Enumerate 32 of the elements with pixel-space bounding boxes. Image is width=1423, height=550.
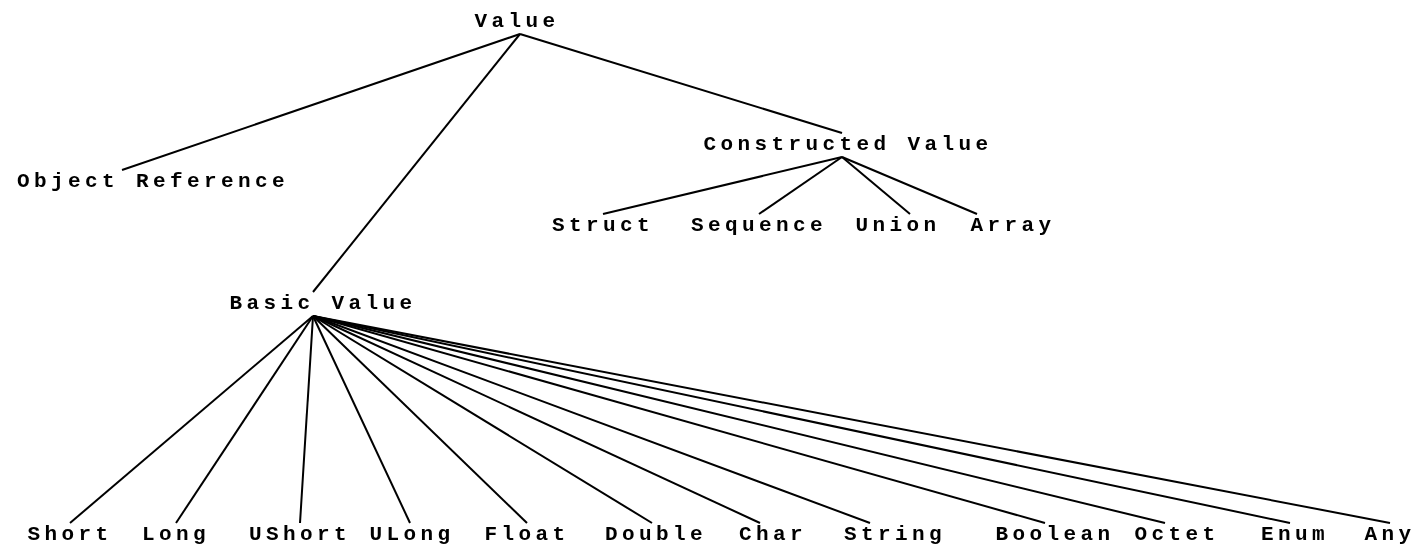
connector-line: [841, 156, 911, 215]
node-label: Struct: [552, 214, 654, 238]
node-label: Array: [970, 214, 1056, 238]
connector-line: [69, 315, 314, 524]
node-label: ULong: [369, 523, 455, 547]
node-label: Union: [855, 214, 941, 238]
node-label: UShort: [249, 523, 351, 547]
node-label: Octet: [1134, 523, 1220, 547]
connector-line: [602, 156, 843, 215]
node-label: Enum: [1261, 523, 1329, 547]
node-label: Float: [484, 523, 570, 547]
connector-line: [121, 33, 521, 171]
node-label: Object Reference: [17, 170, 289, 194]
node-label: Double: [605, 523, 707, 547]
node-label: Char: [739, 523, 807, 547]
node-label: Boolean: [995, 523, 1115, 547]
node-label: Short: [27, 523, 113, 547]
node-label: String: [844, 523, 946, 547]
node-label: Sequence: [691, 214, 827, 238]
connector-line: [519, 33, 843, 134]
connector-line: [175, 315, 314, 524]
connector-line: [841, 156, 978, 215]
node-label: Basic Value: [229, 292, 417, 316]
connector-line: [299, 315, 314, 524]
node-label: Any: [1364, 523, 1416, 547]
connector-line: [758, 156, 843, 215]
node-label: Constructed Value: [703, 133, 993, 157]
connector-line: [312, 315, 528, 524]
connector-line: [312, 315, 411, 524]
node-label: Long: [142, 523, 210, 547]
node-label: Value: [474, 10, 560, 34]
connector-line: [312, 33, 521, 293]
